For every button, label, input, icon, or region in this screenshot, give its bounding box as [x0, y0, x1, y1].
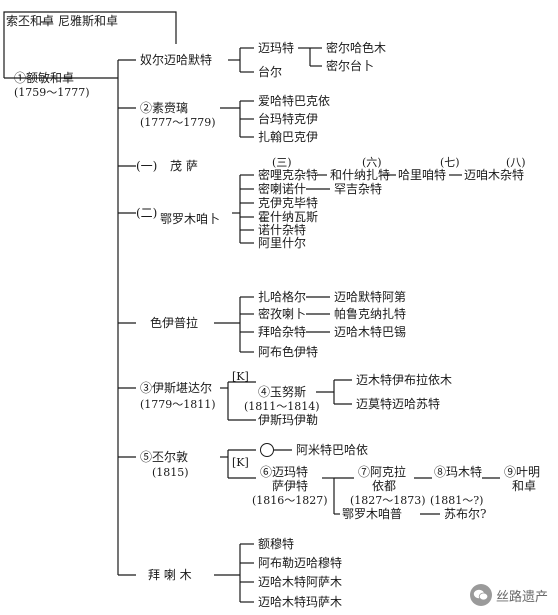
node-yunusi: ④玉努斯 — [258, 385, 307, 399]
node-pierdun: ⑤丕尔敦 — [140, 450, 189, 464]
node-mier-taibu: 密尔台卜 — [326, 59, 375, 73]
node-abu-seyite: 阿布色伊特 — [258, 345, 319, 359]
node-hali-zante: 哈里咱特 — [398, 168, 447, 182]
node-zhahan-bakeyi: 扎翰巴克伊 — [258, 130, 319, 144]
unknown-person-circle — [260, 443, 274, 457]
node-pierdun-years: (1815) — [152, 466, 189, 479]
node-mamute: ⑧玛木特 — [434, 465, 483, 479]
node-hanji-zate: 罕吉杂特 — [334, 182, 383, 196]
node-sulaili: ②素赍璃 — [140, 101, 189, 115]
node-maihamute-asamu: 迈哈木特阿萨木 — [258, 575, 343, 589]
wechat-icon — [469, 584, 492, 606]
k-mark-1: [K] — [232, 370, 249, 383]
node-sulaili-years: (1777～1779) — [140, 116, 216, 129]
node-eluomuzanbu: 鄂罗木咱卜 — [160, 212, 221, 226]
node-mier-hasemu: 密尔哈色木 — [326, 41, 387, 55]
node-seyi-pula: 色伊普拉 — [150, 316, 199, 330]
node-alishier: 阿里什尔 — [258, 236, 307, 250]
node-maosa: 茂 萨 — [170, 159, 198, 173]
node-akela-years: (1827～1873) — [350, 494, 426, 507]
node-niyasi-hezhuo: 尼雅斯和卓 — [58, 14, 119, 28]
node-maimute-yibulayimu: 迈木特伊布拉依木 — [356, 373, 453, 387]
node-maihamote-adi: 迈哈默特阿第 — [334, 290, 407, 304]
node-abule-maihamute: 阿布勒迈哈穆特 — [258, 556, 343, 570]
node-milike-zate: 密哩克杂特 — [258, 168, 319, 182]
node-nuer-maihamote: 奴尔迈哈默特 — [140, 53, 213, 67]
gen-label-7: (七) — [440, 156, 460, 169]
k-mark-2: [K] — [232, 456, 249, 469]
node-maimate-b: 萨伊特 — [272, 479, 309, 493]
node-eluomuzanpu: 鄂罗木咱普 — [342, 507, 403, 521]
node-maihamute-masamu: 迈哈木特玛萨木 — [258, 595, 343, 609]
node-yisi-kandaer-years: (1779～1811) — [140, 398, 216, 411]
node-maimate-a: ⑥迈玛特 — [260, 465, 309, 479]
node-maimate-years: (1816～1827) — [252, 494, 328, 507]
node-yunusi-years: (1811～1814) — [244, 400, 320, 413]
node-aihate-bakeyi: 爱哈特巴克依 — [258, 94, 331, 108]
node-akela-a: ⑦阿克拉 — [358, 465, 407, 479]
node-heshena-zhate: 和什纳扎特 — [330, 168, 391, 182]
node-paluke-nazhate: 帕鲁克纳扎特 — [334, 307, 407, 321]
node-emin-years: (1759～1777) — [14, 86, 90, 99]
node-mamute-years: (1881～?) — [430, 494, 484, 507]
node-mila-nuoshi: 密喇诺什 — [258, 182, 307, 196]
watermark: 丝路遗产 — [469, 583, 548, 607]
node-suopi-hezhuo: 索丕和卓 — [6, 14, 55, 28]
gen-label-6: (六) — [362, 156, 382, 169]
node-keyi-kebite: 克伊克毕特 — [258, 196, 319, 210]
node-yeming-a: ⑨叶明 — [504, 465, 541, 479]
node-amite-bahayi: 阿米特巴哈依 — [296, 443, 369, 457]
gen-label-8: (八) — [506, 156, 526, 169]
node-maimote-maihasute: 迈莫特迈哈苏特 — [356, 397, 441, 411]
node-yisi-kandaer: ③伊斯堪达尔 — [140, 381, 213, 395]
node-taier: 台尔 — [258, 65, 283, 79]
node-huoshi-nawasi: 霍什纳瓦斯 — [258, 210, 319, 224]
gen-label-3: (三) — [272, 156, 292, 169]
node-emute: 额穆特 — [258, 537, 295, 551]
node-maimate: 迈玛特 — [258, 41, 295, 55]
node-akela-b: 依都 — [372, 479, 397, 493]
node-subuer: 苏布尔? — [444, 507, 487, 521]
node-bailamu: 拜 喇 木 — [148, 568, 192, 582]
node-eluo-number: (二) — [136, 206, 158, 220]
node-yisi-mayile: 伊斯玛伊勒 — [258, 413, 319, 427]
node-maizanmu-zate: 迈咱木杂特 — [464, 168, 525, 182]
node-nuoshi-zate: 诺什杂特 — [258, 223, 307, 237]
node-emin-hezhuo: ①额敏和卓 — [14, 71, 75, 85]
node-zhahageer: 扎哈格尔 — [258, 290, 307, 304]
node-baiha-zate: 拜哈杂特 — [258, 325, 307, 339]
node-taimate-keyi: 台玛特克伊 — [258, 112, 319, 126]
node-mao-number: (一) — [136, 159, 158, 173]
node-maihamute-baxi: 迈哈木特巴锡 — [334, 325, 407, 339]
watermark-text: 丝路遗产 — [495, 589, 548, 605]
node-yeming-b: 和卓 — [512, 479, 537, 493]
node-mizi-labu: 密孜喇卜 — [258, 307, 307, 321]
